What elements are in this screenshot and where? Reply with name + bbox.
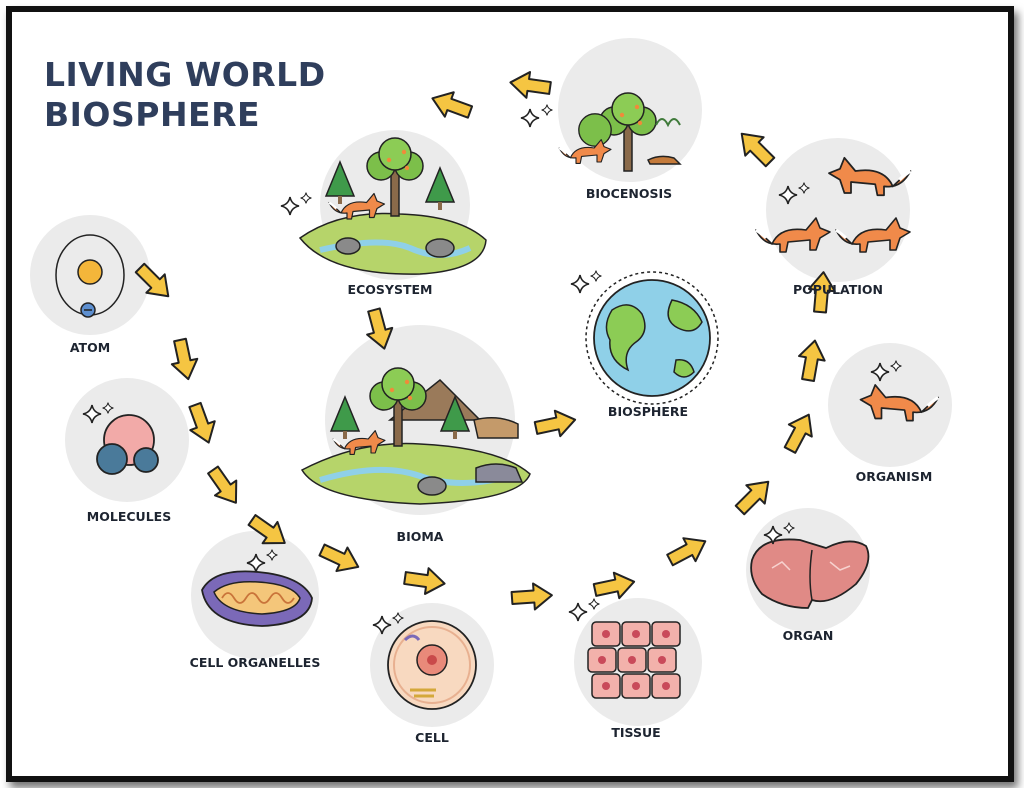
flow-arrows: [129, 68, 838, 612]
label-atom: ATOM: [69, 340, 111, 355]
label-biosphere: BIOSPHERE: [607, 404, 689, 419]
ecosystem-icon: [298, 137, 487, 275]
atom-icon: [55, 234, 125, 318]
molecules-icon: [82, 402, 159, 475]
label-cell-organelles: CELL ORGANELLES: [189, 655, 321, 670]
liver-icon: [750, 522, 870, 609]
label-bioma: BIOMA: [396, 529, 444, 544]
title-line-1: LIVING WORLD: [44, 55, 326, 94]
label-cell: CELL: [415, 730, 449, 745]
label-organism: ORGANISM: [855, 469, 933, 484]
bioma-icon: [300, 367, 531, 505]
label-ecosystem: ECOSYSTEM: [347, 282, 433, 297]
label-tissue: TISSUE: [611, 725, 661, 740]
title-line-2: BIOSPHERE: [44, 95, 261, 134]
label-molecules: MOLECULES: [86, 509, 172, 524]
biocenosis-icon: [558, 92, 682, 172]
stage-bubbles: [30, 38, 952, 727]
tissue-icon: [587, 621, 681, 699]
cell-icon: [372, 612, 477, 710]
label-population: POPULATION: [792, 282, 884, 297]
globe-icon: [585, 271, 719, 405]
mitochondria-icon: [201, 549, 313, 627]
label-biocenosis: BIOCENOSIS: [585, 186, 673, 201]
diagram-title: LIVING WORLD BIOSPHERE: [44, 55, 326, 135]
label-organ: ORGAN: [782, 628, 834, 643]
